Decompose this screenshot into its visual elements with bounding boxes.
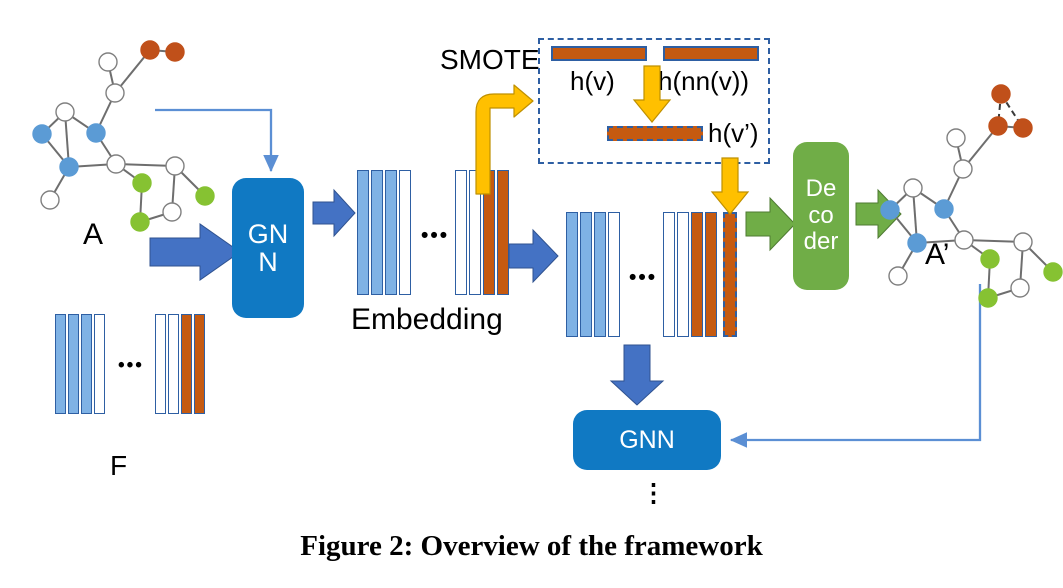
h-nn-v-bar <box>663 46 759 61</box>
smote-panel <box>538 38 770 164</box>
decoder-line1: De <box>805 174 837 202</box>
graph-node-white <box>106 154 126 174</box>
graph-node-white <box>1010 278 1030 298</box>
graph-node-orange <box>140 40 160 60</box>
smote-label: SMOTE <box>440 44 540 75</box>
feature-matrix-ellipsis: ••• <box>118 355 144 376</box>
smote-interpolation-arrow <box>632 65 672 123</box>
smote-neighbor-label: h(nn(v)) <box>658 66 750 96</box>
feature-matrix-label: F <box>110 450 128 481</box>
smote-elbow-arrow <box>475 84 534 195</box>
arrow-decoder-to-output <box>855 188 902 240</box>
graph-node-blue <box>32 124 52 144</box>
feature-matrix-left-bar <box>68 314 79 414</box>
feature-matrix-right-bar <box>168 314 179 414</box>
oversampled-left-bar <box>566 212 578 337</box>
graph-node-orange <box>991 84 1011 104</box>
decoder-label: De co der <box>793 142 849 290</box>
graph-node-white <box>40 190 60 210</box>
embedding-ellipsis: ••• <box>421 224 450 247</box>
feature-matrix-right-bar <box>155 314 166 414</box>
smote-output-arrow <box>710 157 750 215</box>
arrow-gnn-to-embedding <box>312 188 356 238</box>
decoder-line3: der <box>803 228 839 256</box>
input-graph-label: A <box>83 218 104 251</box>
classifier-gnn-label: GNN <box>619 425 675 454</box>
decoder-line2: co <box>808 201 834 229</box>
classifier-gnn-block[interactable] <box>573 410 721 470</box>
oversampled-left-bar <box>580 212 592 337</box>
feature-matrix-left-bar <box>81 314 92 414</box>
graph-node-green <box>195 186 215 206</box>
graph-node-green <box>132 173 152 193</box>
classifier-stack-ellipsis: ⋮ <box>641 479 668 507</box>
graph-node-white <box>954 230 974 250</box>
encoder-gnn-line2: N <box>258 247 278 277</box>
oversampled-right-bar <box>691 212 703 337</box>
output-graph <box>880 84 1063 308</box>
feature-matrix-left-bar <box>55 314 66 414</box>
embedding-left-bar <box>357 170 369 295</box>
graph-node-orange <box>988 116 1008 136</box>
graph-node-white <box>946 128 966 148</box>
graph-edge <box>115 163 176 167</box>
graph-node-white <box>888 266 908 286</box>
encoder-gnn-line1: GN <box>247 218 289 249</box>
encoder-gnn-block[interactable] <box>232 178 304 318</box>
graph-node-orange <box>165 42 185 62</box>
graph-node-white <box>162 202 182 222</box>
decoder-block[interactable] <box>793 142 849 290</box>
oversampled-left-bar <box>608 212 620 337</box>
oversampled-right-bar <box>705 212 717 337</box>
graph-node-blue <box>86 123 106 143</box>
output-graph-label: A’ <box>925 238 950 271</box>
input-graph <box>32 40 215 232</box>
arrow-to-classifier <box>609 344 665 406</box>
feature-matrix-right-bar <box>181 314 192 414</box>
graph-node-white <box>105 83 125 103</box>
arrow-to-decoder <box>745 196 796 252</box>
graph-node-white <box>55 102 75 122</box>
graph-node-blue <box>59 157 79 177</box>
graph-edge <box>963 239 1024 243</box>
graph-node-green <box>980 249 1000 269</box>
oversampled-right-bar <box>677 212 689 337</box>
embedding-right-bar <box>497 170 509 295</box>
embedding-right-bar <box>455 170 467 295</box>
h-v-prime-bar <box>607 126 703 141</box>
graph-node-white <box>953 159 973 179</box>
graph-node-blue <box>880 200 900 220</box>
feature-matrix-right-bar <box>194 314 205 414</box>
graph-node-blue <box>934 199 954 219</box>
graph-node-white <box>98 52 118 72</box>
smote-synthetic-label: h(v’) <box>708 118 759 148</box>
embedding-label: Embedding <box>351 303 503 336</box>
encoder-gnn-label: GN N <box>232 178 304 318</box>
figure-caption: Figure 2: Overview of the framework <box>300 530 763 562</box>
h-v-bar <box>551 46 647 61</box>
embedding-left-bar <box>399 170 411 295</box>
embedding-left-bar <box>385 170 397 295</box>
smote-source-label: h(v) <box>570 66 615 96</box>
graph-node-green <box>978 288 998 308</box>
feature-matrix-left-bar <box>94 314 105 414</box>
embedding-left-bar <box>371 170 383 295</box>
arrow-a-to-gnn <box>149 223 241 281</box>
graph-node-white <box>165 156 185 176</box>
oversampled-right-bar <box>663 212 675 337</box>
graph-node-white <box>903 178 923 198</box>
graph-node-blue <box>907 233 927 253</box>
embedding-right-bar <box>469 170 481 295</box>
arrow-embedding-to-oversampled <box>508 228 559 284</box>
graph-node-green <box>1043 262 1063 282</box>
oversampled-left-bar <box>594 212 606 337</box>
oversampled-ellipsis: ••• <box>629 266 658 289</box>
graph-node-orange <box>1013 118 1033 138</box>
graph-node-green <box>130 212 150 232</box>
graph-node-white <box>1013 232 1033 252</box>
